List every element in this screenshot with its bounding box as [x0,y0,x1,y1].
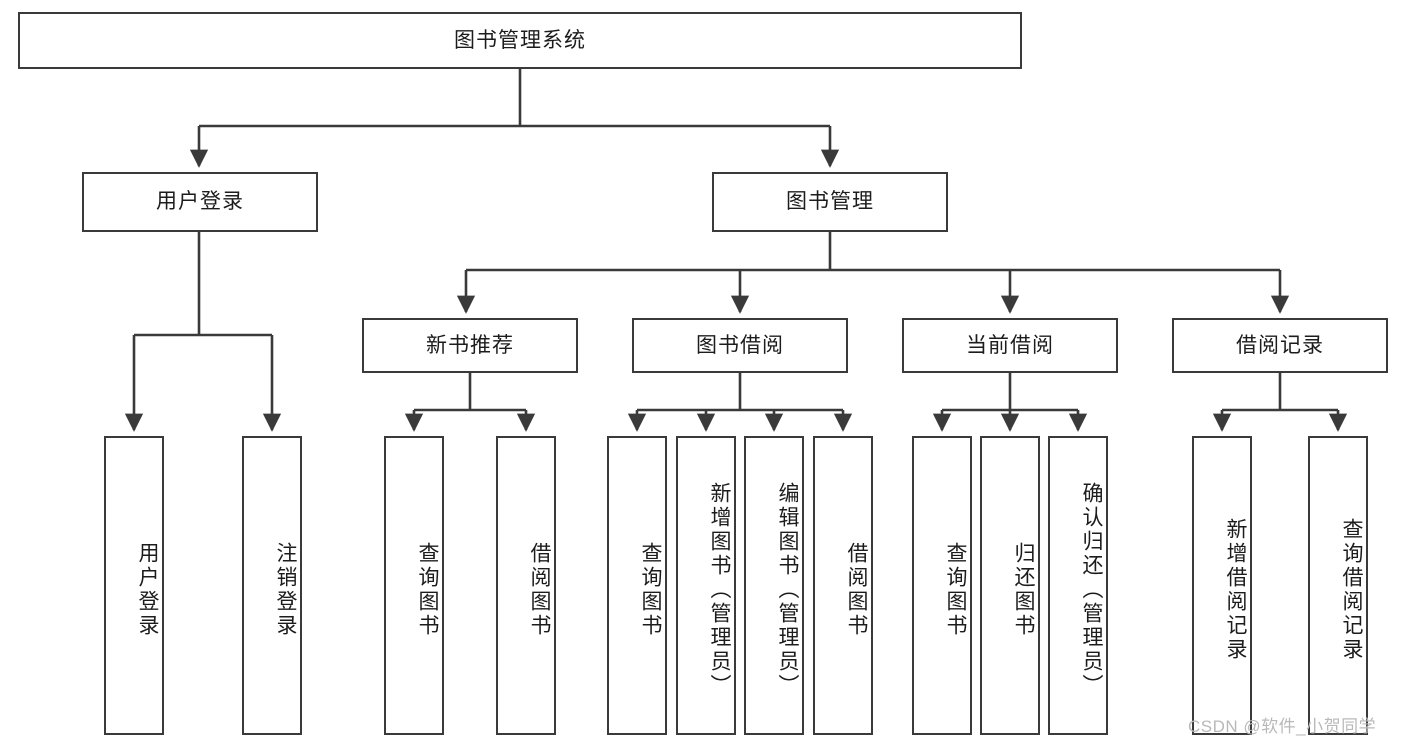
node-leaf-borrow-book-2-label: 借阅图书 [845,541,868,638]
node-leaf-confirm-return[interactable]: 确认归还（管理员） [1048,436,1108,735]
node-user-login-label: 用户登录 [156,190,244,214]
node-borrow-record[interactable]: 借阅记录 [1172,318,1388,373]
node-leaf-user-login[interactable]: 用户登录 [104,436,164,735]
node-leaf-add-record-label: 新增借阅记录 [1224,517,1247,662]
node-leaf-borrow-book-1-label: 借阅图书 [528,541,551,638]
node-new-book-recommend[interactable]: 新书推荐 [362,318,578,373]
node-leaf-borrow-book-1[interactable]: 借阅图书 [496,436,556,735]
node-root[interactable]: 图书管理系统 [18,12,1022,69]
node-user-login[interactable]: 用户登录 [82,172,318,232]
node-borrow-record-label: 借阅记录 [1236,333,1324,357]
node-leaf-borrow-book-2[interactable]: 借阅图书 [813,436,873,735]
node-leaf-edit-book[interactable]: 编辑图书（管理员） [744,436,804,735]
node-current-borrow-label: 当前借阅 [966,333,1054,357]
node-book-borrow-label: 图书借阅 [696,333,784,357]
node-leaf-add-book-label: 新增图书（管理员） [708,481,731,698]
node-leaf-edit-book-label: 编辑图书（管理员） [776,481,799,698]
node-new-book-recommend-label: 新书推荐 [426,333,514,357]
node-leaf-query-book-2[interactable]: 查询图书 [607,436,667,735]
node-leaf-add-book[interactable]: 新增图书（管理员） [676,436,736,735]
node-leaf-query-record-label: 查询借阅记录 [1340,517,1363,662]
node-book-borrow[interactable]: 图书借阅 [632,318,848,373]
node-leaf-confirm-return-label: 确认归还（管理员） [1080,481,1103,698]
node-leaf-logout-login[interactable]: 注销登录 [242,436,302,735]
node-leaf-return-book-label: 归还图书 [1012,541,1035,638]
node-leaf-query-book-1[interactable]: 查询图书 [384,436,444,735]
node-leaf-return-book[interactable]: 归还图书 [980,436,1040,735]
node-leaf-logout-login-label: 注销登录 [274,541,297,638]
node-leaf-query-book-3-label: 查询图书 [944,541,967,638]
node-leaf-query-record[interactable]: 查询借阅记录 [1308,436,1368,735]
node-leaf-user-login-label: 用户登录 [136,541,159,638]
watermark-text: CSDN @软件_小贺同学 [1188,717,1377,736]
node-leaf-query-book-3[interactable]: 查询图书 [912,436,972,735]
node-leaf-add-record[interactable]: 新增借阅记录 [1192,436,1252,735]
node-leaf-query-book-1-label: 查询图书 [416,541,439,638]
node-book-manage-label: 图书管理 [786,190,874,214]
node-book-manage[interactable]: 图书管理 [712,172,948,232]
node-current-borrow[interactable]: 当前借阅 [902,318,1118,373]
node-leaf-query-book-2-label: 查询图书 [639,541,662,638]
node-root-label: 图书管理系统 [454,28,586,52]
